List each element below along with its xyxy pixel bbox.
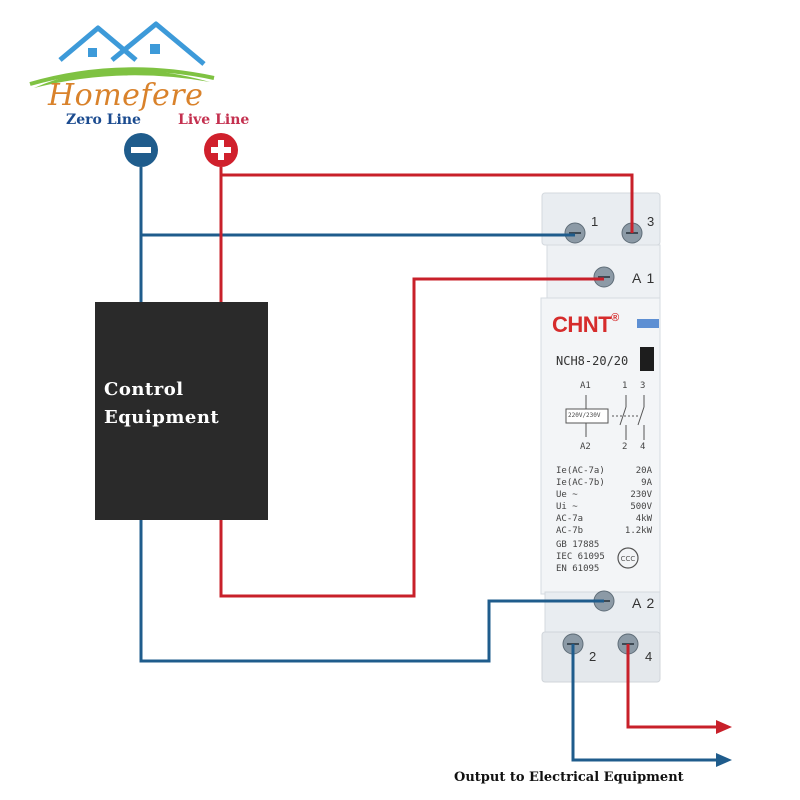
schematic-pole-2-label: 2 — [622, 442, 628, 452]
brand-logo: CHNT® — [552, 312, 619, 338]
live-line-label: Live Line — [178, 112, 250, 128]
terminal-a2-label: A 2 — [632, 595, 656, 611]
output-wire-zero — [571, 644, 718, 762]
spec-row: Ie(AC-7b)9A — [556, 478, 652, 488]
svg-text:CCC: CCC — [621, 555, 636, 563]
terminal-2-label: 2 — [589, 649, 597, 664]
terminal-1-label: 1 — [591, 214, 599, 229]
standard-label: GB 17885 — [556, 540, 600, 550]
control-label-line1: Control — [104, 379, 184, 400]
output-arrow-zero-icon — [716, 753, 732, 767]
spec-row: Ui ~500V — [556, 502, 652, 512]
spec-row: Ue ~230V — [556, 490, 652, 500]
standard-label: IEC 61095 — [556, 552, 605, 562]
coil-rating-label: 220V/230V — [568, 412, 601, 419]
screw-a1-icon — [593, 266, 615, 288]
wires — [139, 167, 718, 762]
control-equipment-box — [95, 302, 268, 520]
model-number: NCH8-20/20 — [556, 354, 629, 368]
standard-label: EN 61095 — [556, 564, 600, 574]
control-wire-to-a1 — [219, 277, 604, 598]
ccc-mark-icon: CCC — [617, 547, 639, 569]
spec-row: Ie(AC-7a)20A — [556, 466, 652, 476]
terminal-a1-label: A 1 — [632, 270, 656, 286]
output-label: Output to Electrical Equipment — [454, 770, 684, 785]
terminal-4-label: 4 — [645, 649, 653, 664]
screw-1-icon — [564, 222, 586, 244]
control-wire-to-a2 — [139, 520, 604, 663]
output-wire-live — [626, 644, 718, 729]
live-wire-to-terminal-3 — [221, 173, 634, 233]
schematic-pole-1-label: 1 — [622, 381, 628, 391]
logo-wordmark: Homefere — [48, 78, 204, 113]
zero-line-terminal-icon — [124, 133, 158, 167]
brand-name: CHNT — [552, 312, 612, 337]
logo-icon — [29, 21, 215, 88]
live-line-terminal-icon — [204, 133, 238, 167]
schematic-a2-label: A2 — [580, 442, 591, 452]
terminal-3-label: 3 — [647, 214, 655, 229]
schematic-pole-3-label: 3 — [640, 381, 646, 391]
schematic-a1-label: A1 — [580, 381, 591, 391]
schematic-pole-4-label: 4 — [640, 442, 646, 452]
output-arrows — [716, 720, 732, 767]
zero-line-label: Zero Line — [66, 112, 141, 128]
brand-tag-icon — [637, 319, 659, 328]
output-arrow-live-icon — [716, 720, 732, 734]
control-label-line2: Equipment — [104, 407, 220, 428]
control-equipment-label: Control Equipment — [104, 376, 219, 432]
brand-registered-mark: ® — [611, 312, 619, 324]
